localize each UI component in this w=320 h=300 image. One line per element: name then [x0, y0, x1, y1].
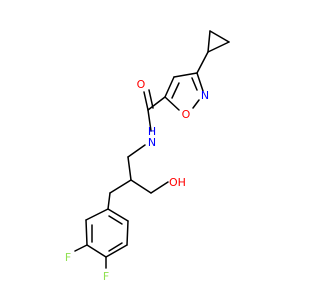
atom-label-hydroxyl: OH: [169, 176, 186, 189]
bond-n2-c3-double: [196, 72, 204, 92]
bond-benzyl-ring: [107, 192, 111, 210]
bond-ch2-oh: [150, 181, 169, 194]
bond-ar-5: [126, 220, 129, 246]
atom-label-amide-o: O: [137, 78, 146, 91]
bond-carbonyl-o-double: [148, 89, 154, 109]
bond-ch2-ch: [127, 156, 132, 181]
bond-n2-c3-double-inner: [191, 77, 198, 91]
atom-label-fluoro-1: F: [65, 251, 71, 264]
bond-ar-6: [107, 208, 129, 222]
bond-c5-o1: [164, 96, 180, 111]
bond-layer: [74, 30, 230, 269]
bond-ar-3: [86, 244, 107, 258]
atom-label-fluoro-2: F: [103, 270, 109, 283]
atom-label-amide-n: N: [148, 136, 156, 149]
bond-ar-double-3: [108, 215, 123, 225]
atom-label-ring-o: O: [182, 108, 191, 121]
bond-ar-4: [105, 244, 128, 258]
bond-carbonyl-n: [147, 109, 152, 132]
bond-c3-c4: [173, 72, 198, 78]
atom-label-amide-h: H: [148, 125, 156, 138]
bond-c5-carbonyl: [147, 96, 166, 111]
bond-ar-2: [85, 219, 88, 246]
bond-cp-1: [209, 30, 230, 43]
bond-n-ch2: [127, 144, 146, 158]
atom-label-ring-n: N: [201, 89, 209, 102]
bond-cp-3: [207, 30, 211, 53]
canvas-background: [0, 0, 300, 300]
bond-c4-c5-double-inner: [171, 82, 180, 99]
bond-ar-double-2: [108, 242, 123, 252]
bond-ch-benzyl: [109, 179, 132, 194]
bond-ar-f1: [74, 244, 88, 252]
bond-cp-isoxazole: [196, 51, 209, 74]
bond-ar-1: [85, 208, 109, 221]
bond-ch-ch2oh: [130, 179, 152, 194]
atom-label-layer: O O N N H OH F F: [65, 78, 209, 283]
molecule-structure: O O N N H OH F F: [0, 0, 300, 300]
bond-c4-c5-double: [164, 76, 175, 98]
bond-carbonyl-o: [143, 91, 149, 111]
bond-cp-2: [207, 41, 230, 53]
bond-o1-n2: [192, 99, 200, 109]
